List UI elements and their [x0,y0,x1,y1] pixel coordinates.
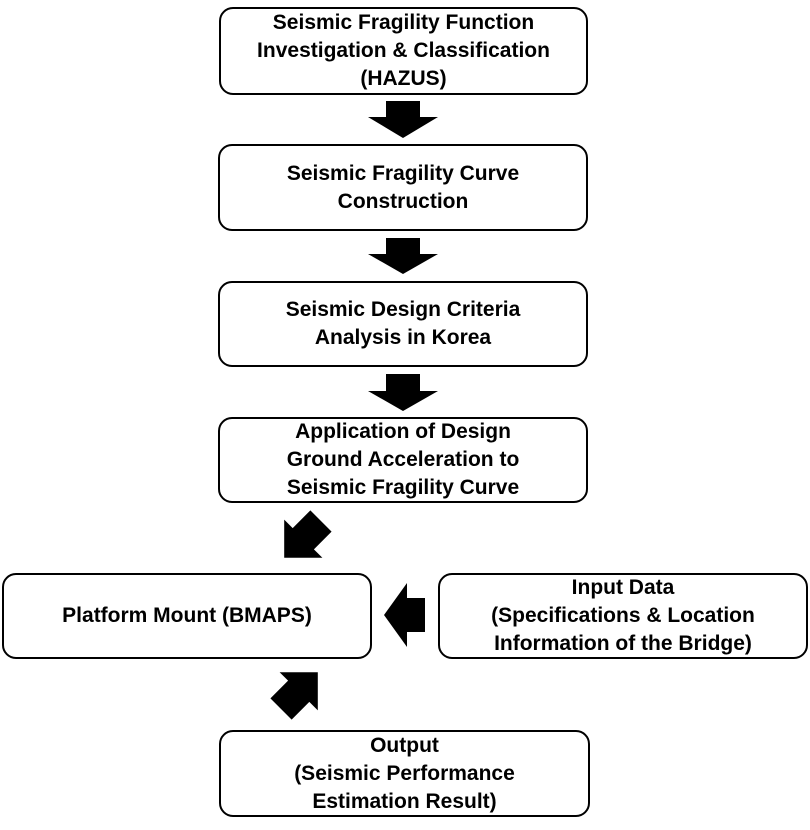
step2-line-1: Seismic Fragility Curve [286,161,520,185]
step1-line-2: Investigation & Classification [257,39,550,62]
arrow-step3-to-step4 [368,374,438,411]
arrow-step4-to-platform [284,510,332,558]
step1-line-1: Seismic Fragility Function [272,11,535,34]
step4-line-1: Application of Design [295,420,511,443]
step1-line-3: (HAZUS) [360,67,447,90]
step2-line-2: Construction [337,189,469,213]
step2-box: Seismic Fragility Curve Construction [218,144,588,231]
output-box: Output (Seismic Performance Estimation R… [219,730,590,817]
arrow-step1-to-step2 [368,101,438,138]
step1-box: Seismic Fragility Function Investigation… [219,7,588,95]
output-line-1: Output [370,733,439,757]
input-line-1: Input Data [571,576,675,599]
arrow-input-to-platform [384,583,425,647]
step4-line-2: Ground Acceleration to [286,448,520,471]
step4-box: Application of Design Ground Acceleratio… [218,417,588,503]
input-line-2: (Specifications & Location [491,604,755,627]
input-box: Input Data (Specifications & Location In… [438,573,808,659]
arrow-platform-to-output [270,672,318,720]
platform-box: Platform Mount (BMAPS) [2,573,372,659]
step3-line-2: Analysis in Korea [314,326,492,349]
step3-box: Seismic Design Criteria Analysis in Kore… [218,281,588,367]
step3-line-1: Seismic Design Criteria [285,298,521,321]
output-line-2: (Seismic Performance [294,761,515,785]
step4-line-3: Seismic Fragility Curve [286,476,520,499]
input-line-3: Information of the Bridge) [494,632,752,655]
output-line-3: Estimation Result) [312,789,497,813]
arrow-step2-to-step3 [368,238,438,274]
platform-line-1: Platform Mount (BMAPS) [62,604,312,627]
